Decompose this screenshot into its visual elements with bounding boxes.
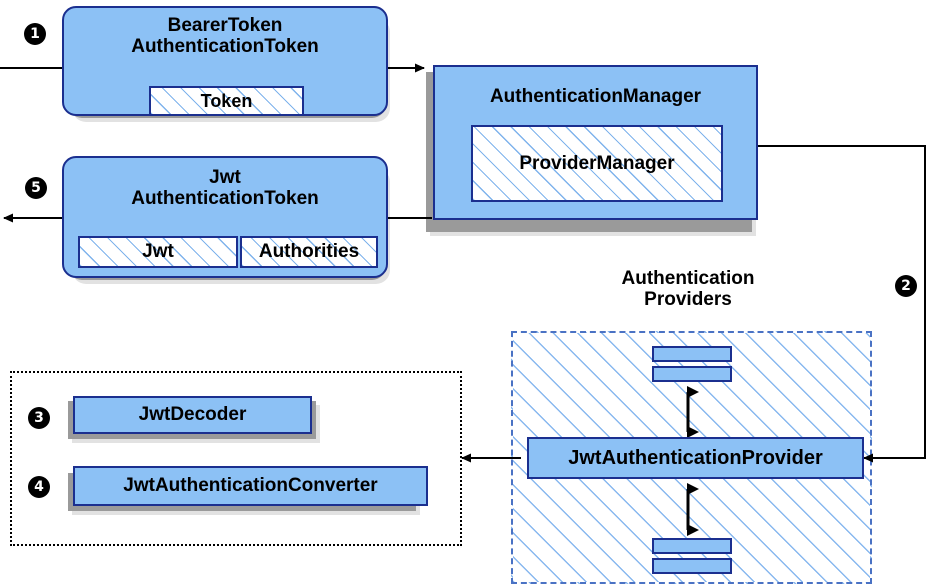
jwt-token-title: Jwt AuthenticationToken (131, 167, 319, 210)
provider-stub-top-1 (652, 346, 732, 362)
provider-stub-bottom-2 (652, 558, 732, 574)
bearer-token-inner-token: Token (149, 86, 304, 116)
bearer-token-title: BearerToken AuthenticationToken (131, 15, 319, 58)
node-jwt-authentication-converter[interactable]: JwtAuthenticationConverter (73, 466, 428, 506)
jwt-decoder-title: JwtDecoder (138, 404, 247, 426)
jwt-token-inner-jwt: Jwt (78, 236, 238, 268)
provider-stub-top-2 (652, 366, 732, 382)
jwt-token-inner-authorities: Authorities (240, 236, 378, 268)
jwt-authentication-provider-title: JwtAuthenticationProvider (568, 446, 823, 469)
node-jwt-authentication-provider[interactable]: JwtAuthenticationProvider (527, 437, 864, 479)
node-bearer-token-authentication-token[interactable]: BearerToken AuthenticationToken Token (62, 6, 388, 116)
authentication-manager-inner-provider-manager: ProviderManager (471, 125, 723, 202)
authentication-manager-title: AuthenticationManager (489, 86, 702, 107)
jwt-authentication-converter-title: JwtAuthenticationConverter (123, 475, 378, 497)
step-marker-5: 5 (25, 177, 47, 199)
step-marker-1: 1 (24, 23, 46, 45)
node-jwt-decoder[interactable]: JwtDecoder (73, 396, 312, 434)
step-marker-4: 4 (28, 476, 50, 498)
step-marker-3: 3 (28, 407, 50, 429)
step-marker-2: 2 (895, 275, 917, 297)
authentication-providers-caption: Authentication Providers (621, 268, 755, 311)
provider-stub-bottom-1 (652, 538, 732, 554)
node-authentication-manager[interactable]: AuthenticationManager ProviderManager (433, 65, 758, 220)
node-jwt-authentication-token[interactable]: Jwt AuthenticationToken Jwt Authorities (62, 156, 388, 278)
